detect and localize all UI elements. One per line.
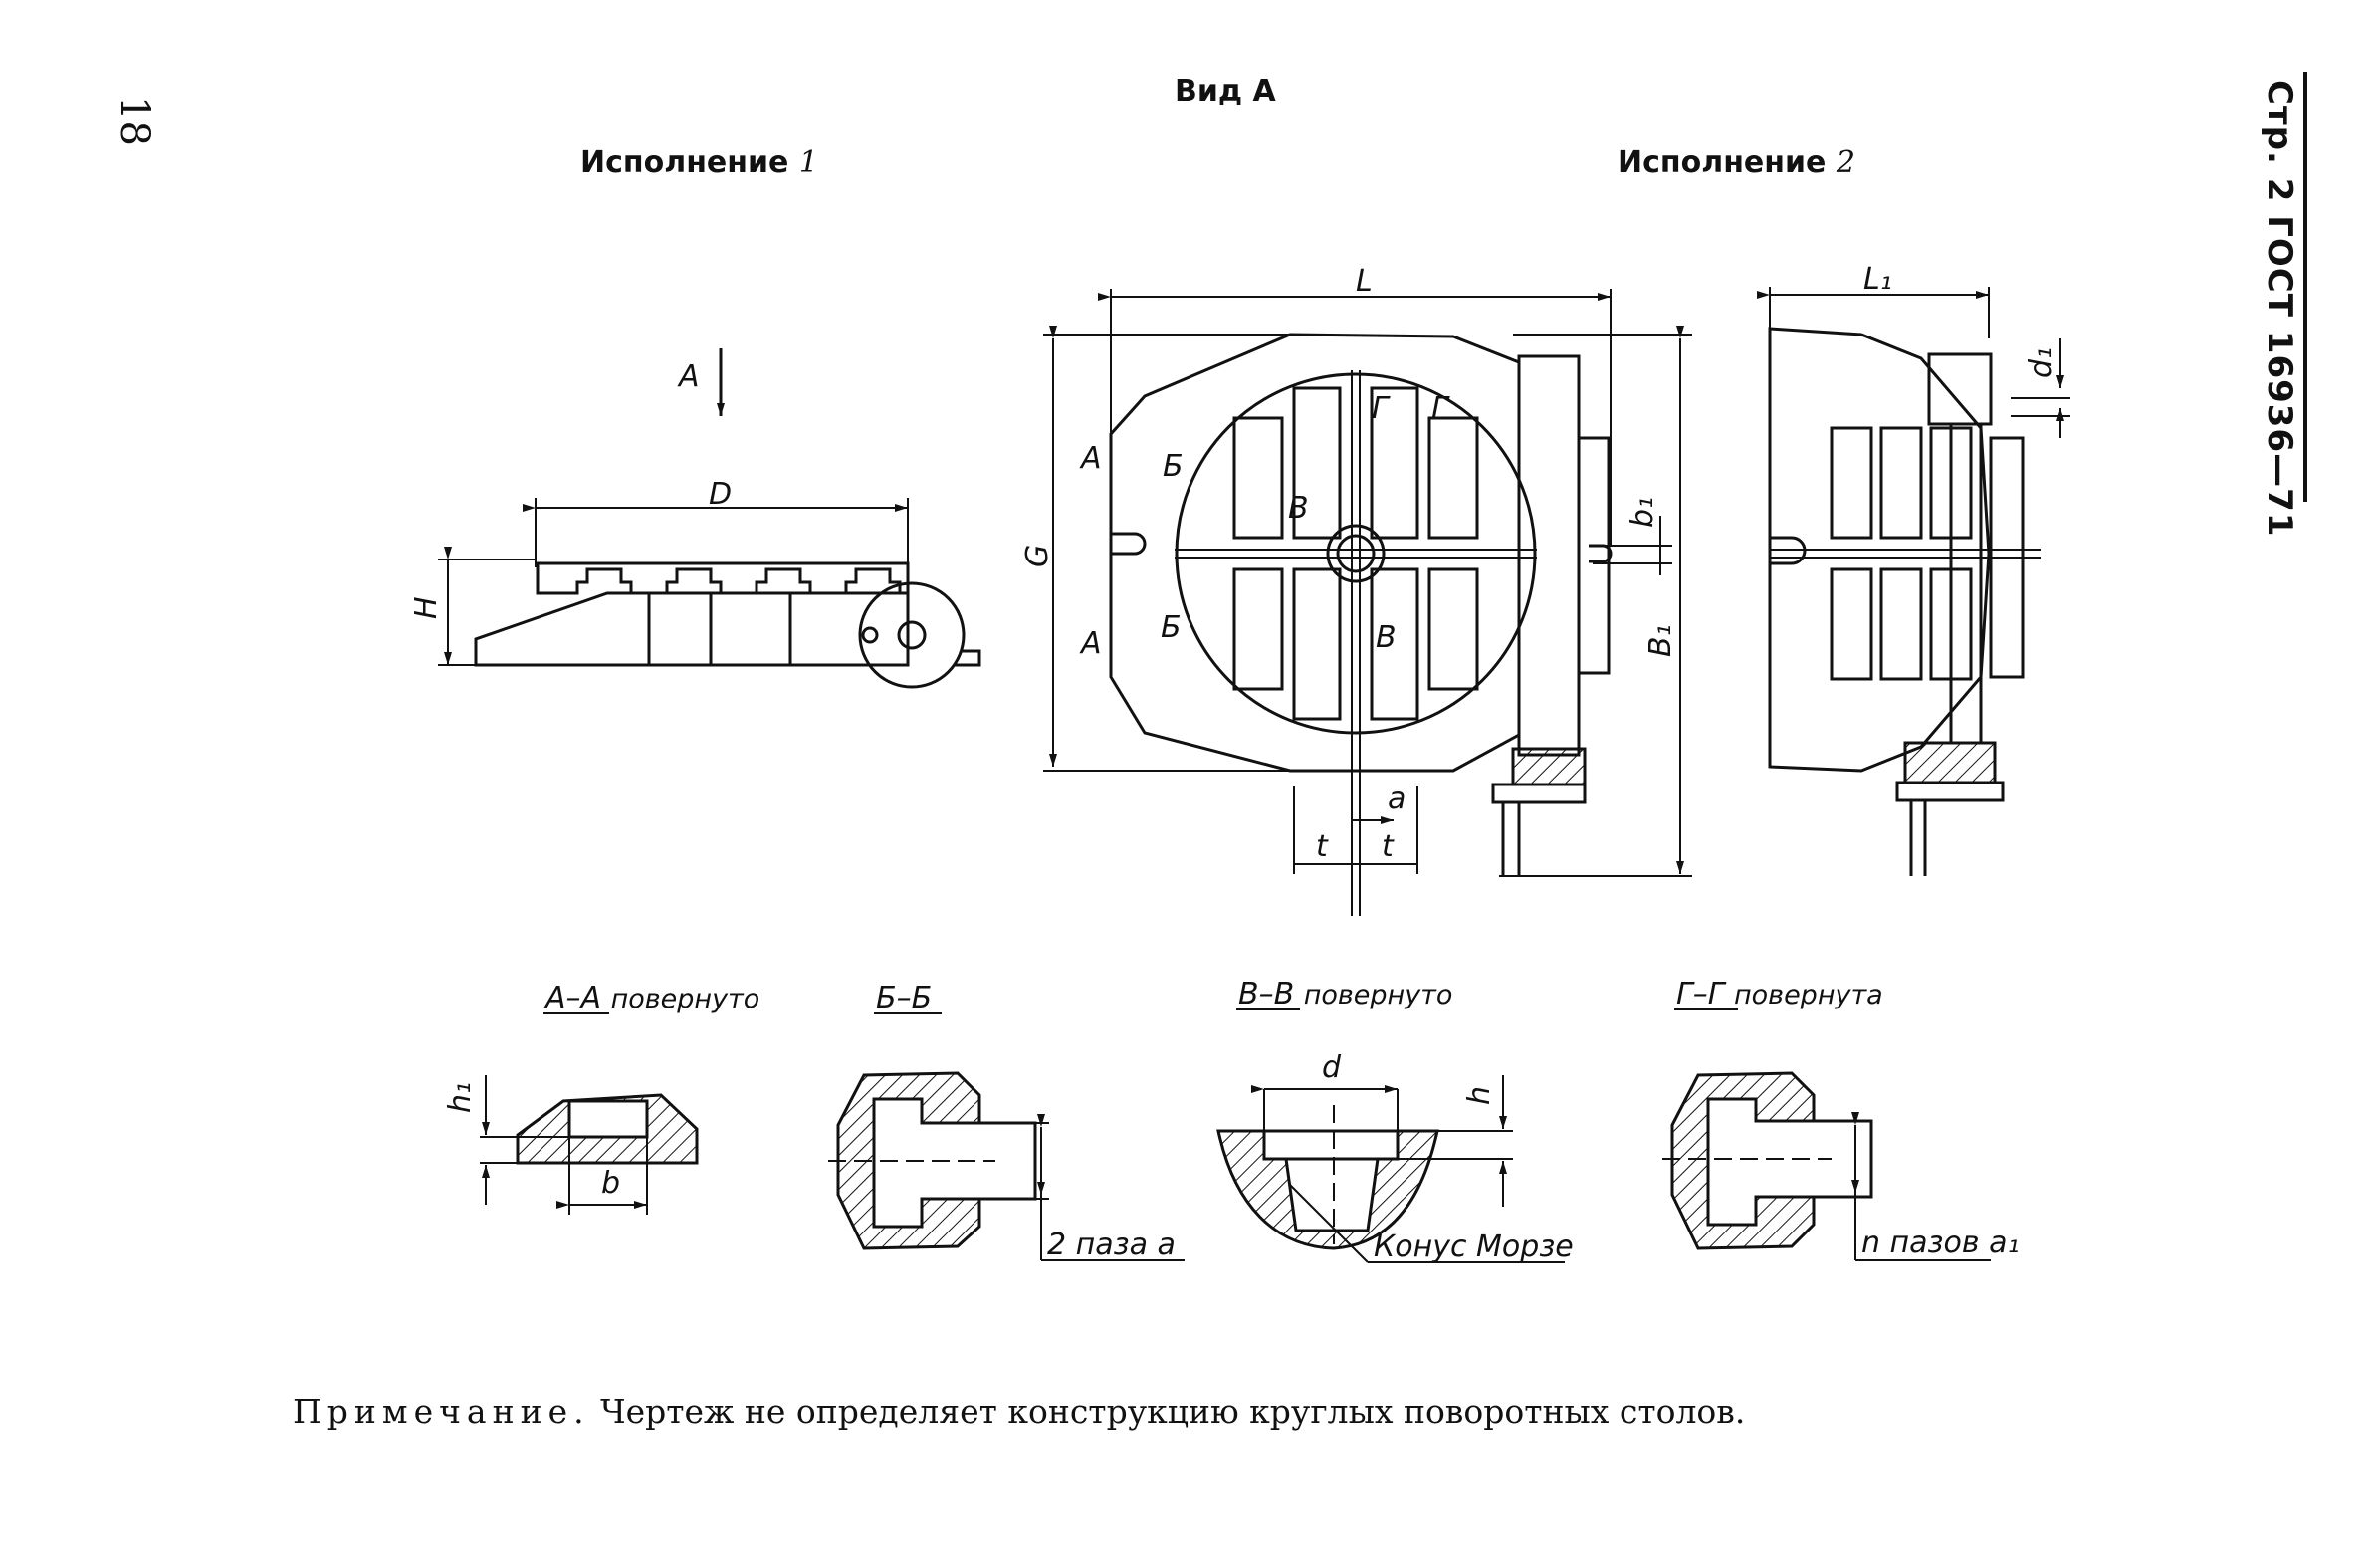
section-mark-a-top: А — [1079, 441, 1102, 476]
label-d1: d₁ — [2024, 347, 2058, 378]
execution-2-word: Исполнение — [1618, 145, 1827, 180]
section-vv-callout: Конус Морзе — [1374, 1230, 1574, 1264]
section-gg-code: Г–Г — [1676, 977, 1727, 1011]
execution-1-view — [438, 348, 981, 689]
label-b: b — [601, 1166, 620, 1201]
note-text: Чертеж не определяет конструкцию круглых… — [600, 1392, 1746, 1431]
section-mark-b-bottom: Б — [1161, 610, 1182, 645]
execution-2-title: Исполнение 2 — [1618, 145, 1855, 180]
label-h-cone: h — [1462, 1086, 1497, 1105]
note: Примечание. Чертеж не определяет констру… — [293, 1392, 1745, 1431]
label-arrow-a: А — [677, 359, 700, 394]
label-a: a — [1388, 782, 1406, 816]
label-t-left: t — [1316, 829, 1329, 864]
section-gg-title: Г–Г повернута — [1676, 977, 1883, 1011]
execution-2-plan — [1043, 289, 1692, 916]
section-vv-suffix: повернуто — [1304, 980, 1453, 1010]
section-gg-callout: n пазов a₁ — [1861, 1226, 2019, 1260]
section-aa-title: А–А повернуто — [543, 981, 759, 1015]
section-bb-callout: 2 паза a — [1047, 1228, 1176, 1262]
execution-2-number: 2 — [1836, 145, 1855, 180]
label-l: L — [1356, 264, 1373, 299]
label-d-cone: d — [1322, 1050, 1342, 1085]
section-aa-suffix: повернуто — [611, 984, 760, 1014]
label-small-b1: b₁ — [1625, 497, 1660, 528]
section-aa-code: А–А — [543, 981, 601, 1015]
section-mark-g-2: Г — [1431, 391, 1450, 426]
section-bb-title: Б–Б — [876, 981, 932, 1015]
section-bb — [828, 1071, 1185, 1261]
label-g: G — [1020, 545, 1055, 567]
section-mark-v-bottom: В — [1376, 620, 1397, 655]
section-vv — [1216, 1075, 1565, 1263]
label-t-right: t — [1382, 829, 1395, 864]
execution-1-word: Исполнение — [580, 145, 789, 180]
label-h1: h₁ — [443, 1082, 478, 1113]
label-h: H — [409, 596, 444, 619]
execution-1-number: 1 — [798, 145, 818, 180]
view-title: Вид А — [1175, 74, 1276, 109]
section-aa — [480, 1075, 699, 1215]
section-gg-suffix: повернута — [1734, 980, 1883, 1010]
section-mark-g-1: Г — [1372, 391, 1391, 426]
section-vv-title: В–В повернуто — [1238, 977, 1452, 1011]
execution-1-title: Исполнение 1 — [580, 145, 818, 180]
section-mark-b-top: Б — [1163, 449, 1184, 484]
section-gg — [1662, 1071, 1991, 1261]
label-d: D — [709, 477, 732, 512]
label-l1: L₁ — [1863, 262, 1892, 297]
execution-2-side — [1757, 287, 2070, 876]
section-mark-v-top: В — [1288, 491, 1309, 526]
header-rule — [2303, 72, 2307, 502]
label-b1: B₁ — [1643, 624, 1678, 657]
section-vv-code: В–В — [1238, 977, 1294, 1011]
section-mark-a-bottom: А — [1079, 626, 1102, 661]
note-lead: Примечание. — [293, 1392, 590, 1431]
